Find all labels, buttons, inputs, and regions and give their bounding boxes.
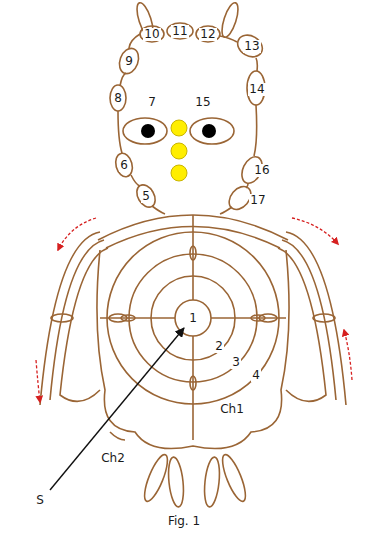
pupil [202, 124, 216, 138]
callout-number: 3 [231, 356, 241, 369]
tatting-lines [40, 1, 346, 508]
direction-arrow [292, 218, 338, 244]
body-line [211, 317, 286, 319]
body-line [192, 336, 194, 440]
head-ring [234, 31, 267, 61]
picot [109, 314, 127, 322]
wing [60, 248, 108, 401]
callout-number: 1 [188, 312, 198, 325]
callout-number: 10 [143, 28, 160, 41]
foot-ring [140, 452, 172, 504]
foot-ring [218, 452, 250, 504]
callout-number: 9 [124, 55, 134, 68]
direction-arrow [344, 330, 352, 380]
pupil [141, 124, 155, 138]
body-line [192, 215, 194, 300]
picot [190, 246, 196, 260]
callout-number: 4 [251, 369, 261, 382]
callout-number: 17 [249, 194, 266, 207]
head-ring [133, 182, 159, 211]
head-ring [247, 71, 265, 105]
direction-arrow [36, 360, 40, 402]
picot [259, 314, 277, 322]
eye-ring [190, 118, 234, 144]
foot-ring [202, 456, 221, 507]
beads [171, 120, 187, 181]
callout-number: Ch2 [100, 452, 126, 465]
chain [110, 432, 125, 440]
wing [286, 232, 346, 405]
picot [313, 314, 335, 322]
callout-number: 15 [194, 96, 211, 109]
callout-number: 13 [243, 40, 260, 53]
callout-number: Ch1 [219, 403, 245, 416]
picot [251, 315, 265, 321]
callout-number: 5 [141, 190, 151, 203]
head-ring [116, 46, 142, 77]
chain [118, 34, 257, 214]
callout-number: 6 [119, 159, 129, 172]
body-line [100, 317, 175, 319]
head-ring [113, 151, 135, 178]
ear-ring [219, 1, 242, 39]
body-ring [175, 300, 211, 336]
head-ring [196, 26, 220, 42]
callout-number: 12 [199, 28, 216, 41]
callout-number: 2 [214, 340, 224, 353]
callout-number: 16 [253, 164, 270, 177]
callout-number: 8 [113, 92, 123, 105]
direction-arrows [36, 218, 352, 402]
direction-arrow [58, 218, 96, 250]
picot [51, 314, 73, 322]
bead [171, 143, 187, 159]
callout-number: 7 [147, 96, 157, 109]
wing [40, 232, 100, 405]
head-ring [167, 23, 193, 39]
callout-number: S [35, 494, 45, 507]
bead [171, 165, 187, 181]
foot-ring [166, 456, 185, 507]
head-ring [140, 26, 164, 42]
wing [282, 240, 336, 400]
start-pointer [50, 328, 184, 490]
callout-number: 14 [248, 83, 265, 96]
picot [121, 315, 135, 321]
head-ring [110, 85, 126, 111]
eye-ring [123, 118, 167, 144]
figure-caption: Fig. 1 [167, 515, 201, 528]
bead [171, 120, 187, 136]
picot [190, 376, 196, 390]
wing [278, 248, 326, 401]
wing [50, 240, 104, 400]
callout-number: 11 [171, 25, 188, 38]
